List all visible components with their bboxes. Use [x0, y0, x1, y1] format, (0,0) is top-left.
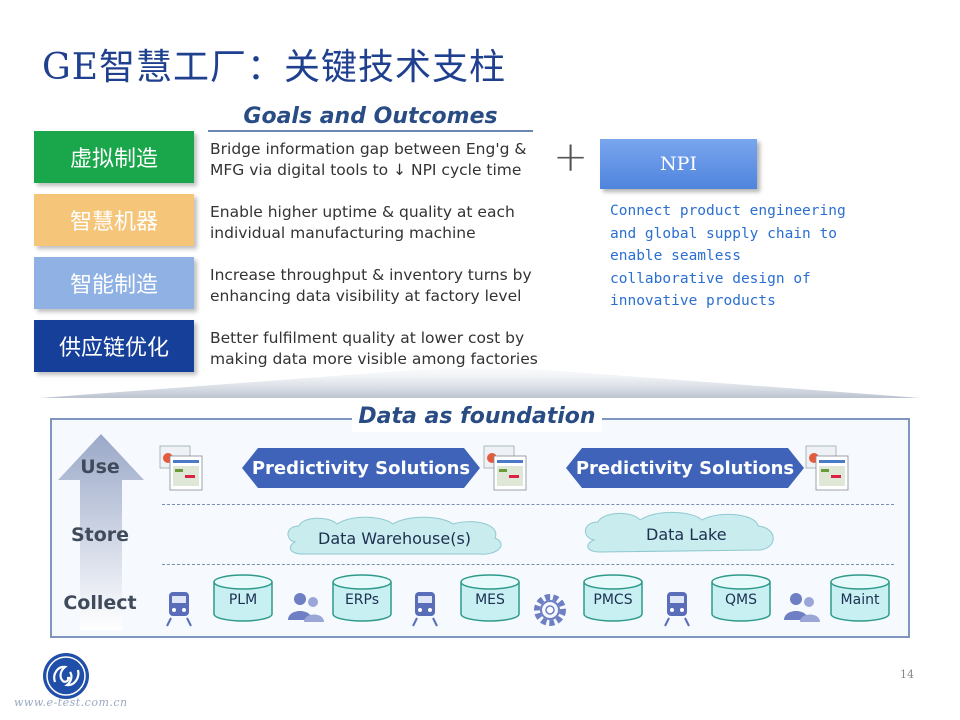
- pillar-label-supply-chain: 供应链优化: [34, 320, 194, 372]
- pillar-goal-text: Bridge information gap between Eng'g & M…: [210, 140, 527, 179]
- dashboard-thumbnail-icon: [483, 445, 527, 491]
- database-mes: MES: [460, 574, 520, 622]
- npi-line: and global supply chain to: [610, 225, 837, 242]
- predictivity-banner-1: Predictivity Solutions: [251, 457, 471, 479]
- pillar-label-text: 虚拟制造: [69, 147, 158, 172]
- npi-box: NPI: [600, 139, 757, 189]
- layer-separator: [162, 564, 894, 565]
- database-icon: [213, 574, 273, 622]
- database-label: PLM: [228, 592, 258, 608]
- footer-watermark-url: www.e-test.com.cn: [14, 696, 128, 709]
- database-label: Maint: [840, 592, 880, 608]
- pillar-label-smart-machines: 智慧机器: [34, 194, 194, 246]
- dashboard-thumbnail-icon: [805, 445, 849, 491]
- database-pmcs: PMCS: [583, 574, 643, 622]
- layer-label-collect: Collect: [63, 592, 137, 614]
- foundation-title: Data as foundation: [352, 404, 602, 432]
- database-icon: [460, 574, 520, 622]
- pillar-goal-text: Increase throughput & inventory turns by…: [210, 266, 532, 305]
- predictivity-banner-2: Predictivity Solutions: [575, 457, 795, 479]
- plus-sign: +: [553, 132, 589, 181]
- predictivity-banner-shape: [242, 448, 480, 488]
- database-icon: [711, 574, 771, 622]
- npi-line: enable seamless: [610, 248, 741, 264]
- page-title: GE智慧工厂：关键技术支柱: [42, 47, 507, 88]
- train-icon: [664, 592, 690, 627]
- pillar-label-text: 智能制造: [69, 273, 158, 298]
- database-maint: Maint: [830, 574, 890, 622]
- npi-line: Connect product engineering: [610, 203, 846, 219]
- page-number: 14: [900, 668, 914, 681]
- pillar-label-text: 智慧机器: [69, 210, 158, 235]
- data-warehouse-label: Data Warehouse(s): [318, 529, 472, 548]
- data-lake-label: Data Lake: [646, 525, 727, 544]
- npi-line: collaborative design of: [610, 270, 811, 287]
- gear-icon: [534, 594, 566, 626]
- train-icon: [412, 592, 438, 627]
- database-icon: [830, 574, 890, 622]
- database-label: ERPs: [344, 592, 380, 608]
- data-lake-cloud: [585, 511, 774, 553]
- train-icon: [166, 592, 192, 627]
- pillar-goal-text: Better fulfilment quality at lower cost …: [210, 329, 538, 368]
- pillar-label-virtual-manufacturing: 虚拟制造: [34, 131, 194, 183]
- npi-line: innovative products: [610, 293, 776, 309]
- database-label: PMCS: [593, 592, 633, 608]
- section-divider: [40, 368, 920, 398]
- layer-label-store: Store: [70, 524, 130, 546]
- layer-label-use: Use: [80, 456, 120, 478]
- database-plm: PLM: [213, 574, 273, 622]
- database-label: QMS: [725, 592, 757, 608]
- npi-label: NPI: [660, 153, 697, 175]
- database-icon: [332, 574, 392, 622]
- pillar-label-text: 供应链优化: [58, 336, 169, 361]
- layer-separator: [162, 504, 894, 505]
- database-qms: QMS: [711, 574, 771, 622]
- database-icon: [583, 574, 643, 622]
- data-warehouse-cloud: [287, 516, 502, 555]
- pillar-label-intelligent-manufacturing: 智能制造: [34, 257, 194, 309]
- people-icon: [784, 593, 820, 622]
- up-arrow-icon: [58, 434, 144, 630]
- database-label: MES: [475, 592, 505, 608]
- database-erps: ERPs: [332, 574, 392, 622]
- people-icon: [288, 593, 324, 622]
- goals-heading: Goals and Outcomes: [208, 104, 533, 132]
- ge-logo-icon: [43, 653, 89, 699]
- pillar-goal-text: Enable higher uptime & quality at each i…: [210, 203, 515, 242]
- npi-description: Connect product engineering and global s…: [610, 200, 910, 313]
- dashboard-thumbnail-icon: [159, 445, 203, 491]
- predictivity-banner-shape: [566, 448, 804, 488]
